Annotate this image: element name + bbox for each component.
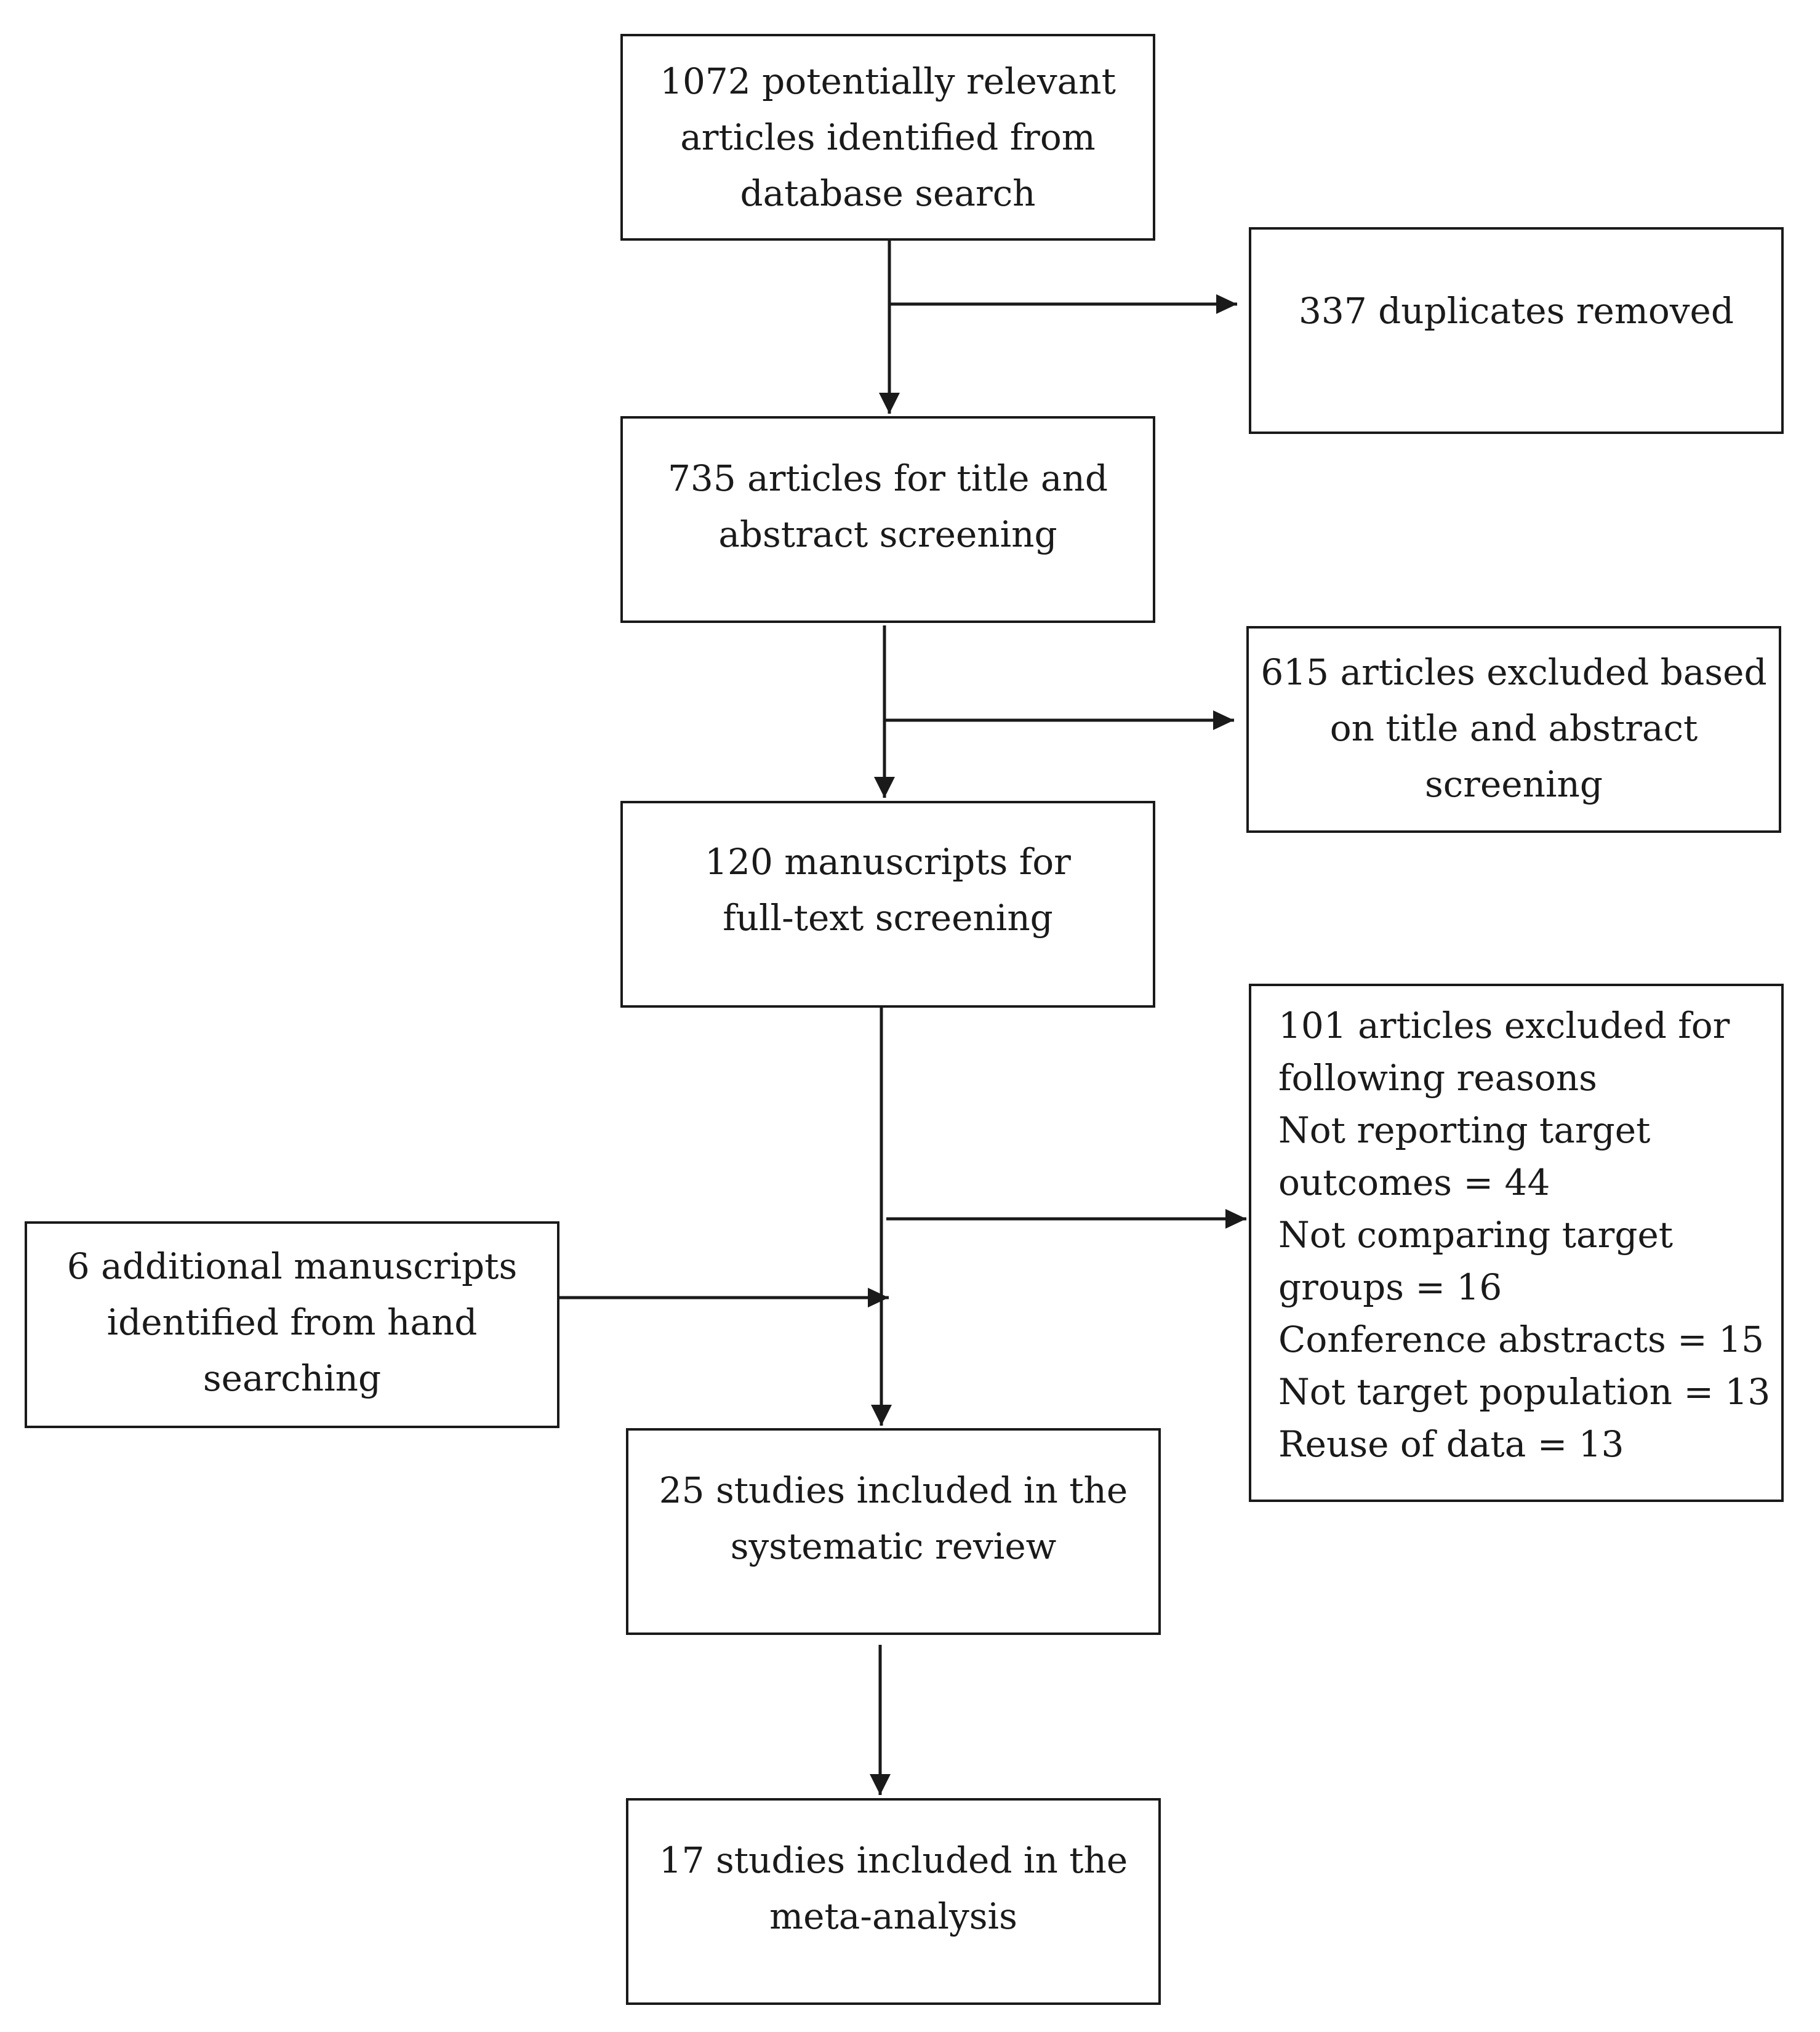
- box-excluded-title-abstract: 615 articles excluded based on title and…: [1246, 626, 1781, 833]
- box-exclusion-line-7: Conference abstracts = 15: [1278, 1319, 1765, 1360]
- box-excluded-title-line-1: 615 articles excluded based: [1261, 651, 1767, 693]
- box-excluded-title-line-3: screening: [1424, 763, 1603, 805]
- box-exclusion-line-9: Reuse of data = 13: [1278, 1423, 1624, 1465]
- arrowhead-meta: [870, 1774, 891, 1795]
- box-exclusion-reasons-text: 101 articles excluded for following reas…: [1278, 1000, 1775, 1471]
- box-screening-line-1: 735 articles for title and: [668, 457, 1108, 499]
- box-hand-search-line-2: identified from hand: [106, 1301, 478, 1343]
- box-screening-line-2: abstract screening: [718, 513, 1057, 555]
- box-exclusion-line-6: groups = 16: [1278, 1266, 1502, 1308]
- box-exclusion-line-5: Not comparing target: [1278, 1214, 1674, 1256]
- box-identified-line-2: articles identified from: [680, 116, 1096, 158]
- box-duplicates-removed: 337 duplicates removed: [1249, 227, 1784, 434]
- arrowhead-fulltext: [874, 777, 895, 798]
- box-hand-searching: 6 additional manuscripts identified from…: [25, 1221, 559, 1428]
- box-excluded-title-line-2: on title and abstract: [1329, 707, 1698, 749]
- box-exclusion-line-1: 101 articles excluded for: [1278, 1005, 1730, 1046]
- box-duplicates-line-1: 337 duplicates removed: [1299, 290, 1734, 332]
- box-systematic-line-1: 25 studies included in the: [659, 1469, 1128, 1511]
- arrowhead-duplicates: [1216, 294, 1237, 314]
- box-fulltext-line-2: full-text screening: [723, 897, 1053, 939]
- box-full-text-screening: 120 manuscripts for full-text screening: [620, 801, 1155, 1008]
- box-title-abstract-screening: 735 articles for title and abstract scre…: [620, 416, 1155, 623]
- box-identified-text: 1072 potentially relevant articles ident…: [629, 54, 1147, 222]
- arrowhead-screening: [879, 393, 900, 414]
- box-exclusion-line-2: following reasons: [1278, 1057, 1597, 1099]
- box-exclusion-line-3: Not reporting target: [1278, 1109, 1651, 1151]
- box-exclusion-line-8: Not target population = 13: [1278, 1371, 1771, 1413]
- box-systematic-text: 25 studies included in the systematic re…: [635, 1463, 1152, 1575]
- box-excluded-with-reasons: 101 articles excluded for following reas…: [1249, 984, 1784, 1502]
- box-identified-line-1: 1072 potentially relevant: [660, 60, 1116, 102]
- box-hand-search-line-3: searching: [202, 1357, 382, 1399]
- box-identified-line-3: database search: [740, 172, 1036, 214]
- box-systematic-line-2: systematic review: [730, 1525, 1057, 1567]
- box-exclusion-line-4: outcomes = 44: [1278, 1162, 1550, 1203]
- box-meta-text: 17 studies included in the meta-analysis: [635, 1833, 1152, 1945]
- arrowhead-systematic: [871, 1405, 892, 1426]
- box-meta-line-2: meta-analysis: [769, 1895, 1017, 1937]
- box-excluded-title-text: 615 articles excluded based on title and…: [1255, 645, 1773, 813]
- arrowhead-excluded-reasons: [1225, 1209, 1246, 1229]
- box-meta-analysis: 17 studies included in the meta-analysis: [626, 1798, 1161, 2005]
- box-identified: 1072 potentially relevant articles ident…: [620, 34, 1155, 241]
- box-hand-search-line-1: 6 additional manuscripts: [66, 1245, 518, 1287]
- box-fulltext-line-1: 120 manuscripts for: [705, 841, 1071, 883]
- box-hand-search-text: 6 additional manuscripts identified from…: [33, 1239, 551, 1407]
- box-screening-text: 735 articles for title and abstract scre…: [629, 451, 1147, 563]
- arrowhead-hand-search: [868, 1288, 889, 1307]
- box-systematic-review: 25 studies included in the systematic re…: [626, 1428, 1161, 1635]
- box-meta-line-1: 17 studies included in the: [659, 1839, 1128, 1881]
- box-duplicates-text: 337 duplicates removed: [1257, 283, 1775, 339]
- arrowhead-excluded-title: [1213, 710, 1234, 730]
- box-fulltext-text: 120 manuscripts for full-text screening: [629, 834, 1147, 946]
